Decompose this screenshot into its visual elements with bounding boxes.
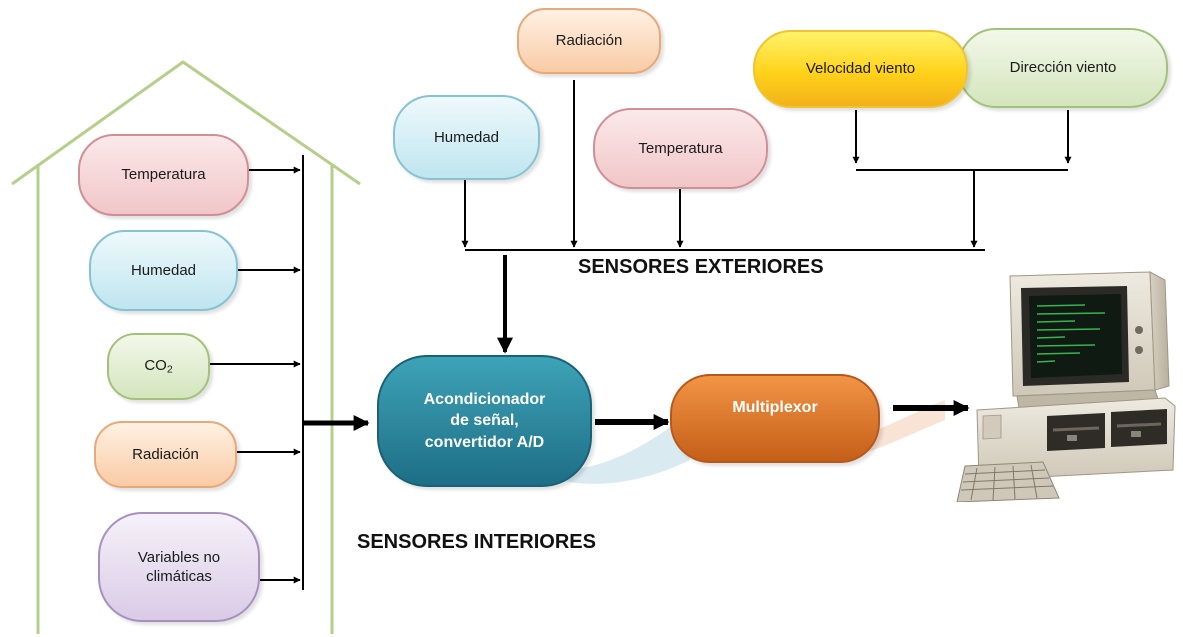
velocidad-viento-sensor: Velocidad viento xyxy=(753,30,968,108)
monitor xyxy=(1009,271,1170,409)
interior-radiacion-sensor: Radiación xyxy=(94,421,237,488)
exterior-temperatura-sensor: Temperatura xyxy=(593,108,768,189)
interior-co2-label: CO2 xyxy=(144,356,173,376)
exterior-radiacion-label: Radiación xyxy=(555,32,623,50)
multiplexor-label: Multiplexor xyxy=(732,399,818,416)
variables-label-line2: climáticas xyxy=(146,568,212,585)
interior-co2-sensor: CO2 xyxy=(107,333,210,400)
variables-no-climaticas-sensor: Variables no climáticas xyxy=(98,512,260,622)
velocidad-viento-label: Velocidad viento xyxy=(805,60,916,78)
multiplexor-block: Multiplexor xyxy=(670,374,880,463)
interior-temperatura-sensor: Temperatura xyxy=(78,134,249,216)
exterior-humedad-label: Humedad xyxy=(433,128,500,146)
system-unit xyxy=(976,397,1176,481)
acondicionador-line3: convertidor A/D xyxy=(424,433,545,451)
house-outline-icon xyxy=(11,60,361,634)
acondicionador-line2: de señal, xyxy=(450,412,519,430)
exterior-temperatura-label: Temperatura xyxy=(638,139,723,157)
exterior-humedad-sensor: Humedad xyxy=(393,95,540,180)
direccion-viento-sensor: Dirección viento xyxy=(958,28,1168,108)
exterior-radiacion-sensor: Radiación xyxy=(517,8,661,74)
interior-humedad-label: Humedad xyxy=(130,261,197,279)
flow-shadow-teal xyxy=(560,420,690,484)
interior-humedad-sensor: Humedad xyxy=(89,230,238,311)
variables-label-line1: Variables no xyxy=(137,548,221,566)
interior-radiacion-label: Radiación xyxy=(132,445,199,463)
sensores-exteriores-title: SENSORES EXTERIORES xyxy=(578,256,824,278)
computer-icon xyxy=(956,271,1176,502)
sensores-interiores-title: SENSORES INTERIORES xyxy=(357,531,596,553)
exterior-connectors xyxy=(461,80,1072,251)
interior-connectors xyxy=(210,155,304,590)
direccion-viento-label: Dirección viento xyxy=(1009,59,1117,77)
acondicionador-block: Acondicionador de señal, convertidor A/D xyxy=(377,355,592,487)
acondicionador-line1: Acondicionador xyxy=(423,390,546,408)
interior-temperatura-label: Temperatura xyxy=(121,166,206,184)
keyboard xyxy=(956,461,1060,502)
